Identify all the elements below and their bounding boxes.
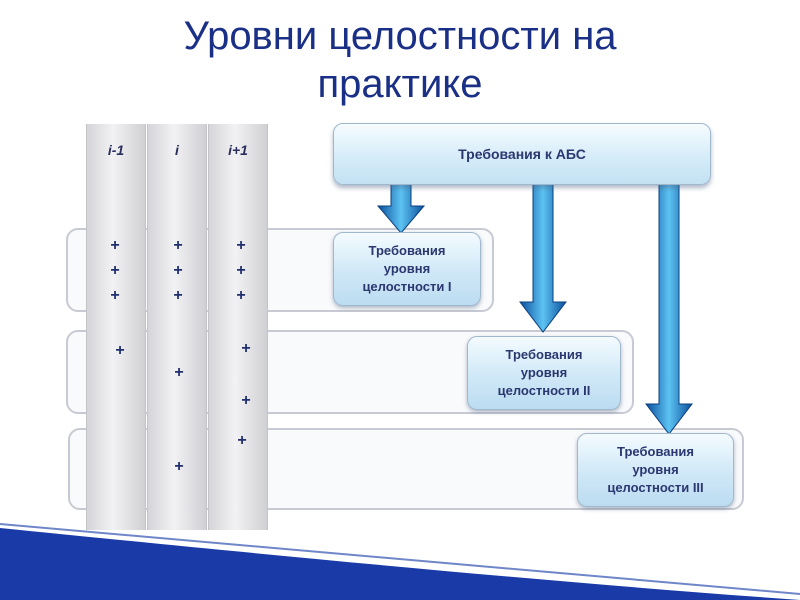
- column-i-plus-1: [208, 124, 268, 530]
- level-3-line-1: Требования: [617, 444, 694, 459]
- title-line-1: Уровни целостности на: [183, 14, 617, 58]
- level-3-line-3: целостности III: [607, 480, 704, 495]
- column-header-i-plus-1: i+1: [228, 142, 248, 158]
- plus-mark: +: [241, 392, 251, 409]
- level-1-line-1: Требования: [368, 243, 446, 258]
- plus-mark: +: [110, 262, 120, 279]
- column-header-i: i: [175, 142, 179, 158]
- arrow-down-icon: [518, 181, 568, 333]
- arrow-down-icon: [376, 177, 426, 234]
- level-3-requirements-box: Требования уровня целостности III: [577, 433, 734, 507]
- plus-mark: +: [236, 262, 246, 279]
- plus-mark: +: [174, 364, 184, 381]
- plus-mark: +: [237, 432, 247, 449]
- plus-mark: +: [236, 237, 246, 254]
- plus-mark: +: [173, 262, 183, 279]
- title-line-2: практике: [317, 62, 483, 106]
- plus-mark: +: [110, 237, 120, 254]
- plus-mark: +: [173, 287, 183, 304]
- plus-mark: +: [173, 237, 183, 254]
- slide-title: Уровни целостности на практике: [0, 12, 800, 108]
- level-2-line-2: уровня: [520, 365, 568, 380]
- footer-swoosh: [0, 523, 800, 600]
- column-header-i-minus-1: i-1: [107, 142, 125, 158]
- plus-mark: +: [110, 287, 120, 304]
- level-2-line-1: Требования: [505, 347, 583, 362]
- level-3-line-2: уровня: [632, 462, 679, 477]
- requirements-abs-label: Требования к АБС: [458, 146, 586, 162]
- level-1-requirements-box: Требования уровня целостности I: [333, 232, 481, 306]
- requirements-abs-box: Требования к АБС: [333, 123, 711, 185]
- level-1-line-3: целостности I: [362, 279, 452, 294]
- level-2-line-3: целостности II: [497, 383, 591, 398]
- plus-mark: +: [236, 287, 246, 304]
- column-i: [147, 124, 207, 530]
- plus-mark: +: [174, 458, 184, 475]
- level-2-requirements-box: Требования уровня целостности II: [467, 336, 621, 410]
- arrow-down-icon: [644, 181, 694, 435]
- plus-mark: +: [115, 342, 125, 359]
- level-1-line-2: уровня: [383, 261, 431, 276]
- column-i-minus-1: [86, 124, 146, 530]
- plus-mark: +: [241, 340, 251, 357]
